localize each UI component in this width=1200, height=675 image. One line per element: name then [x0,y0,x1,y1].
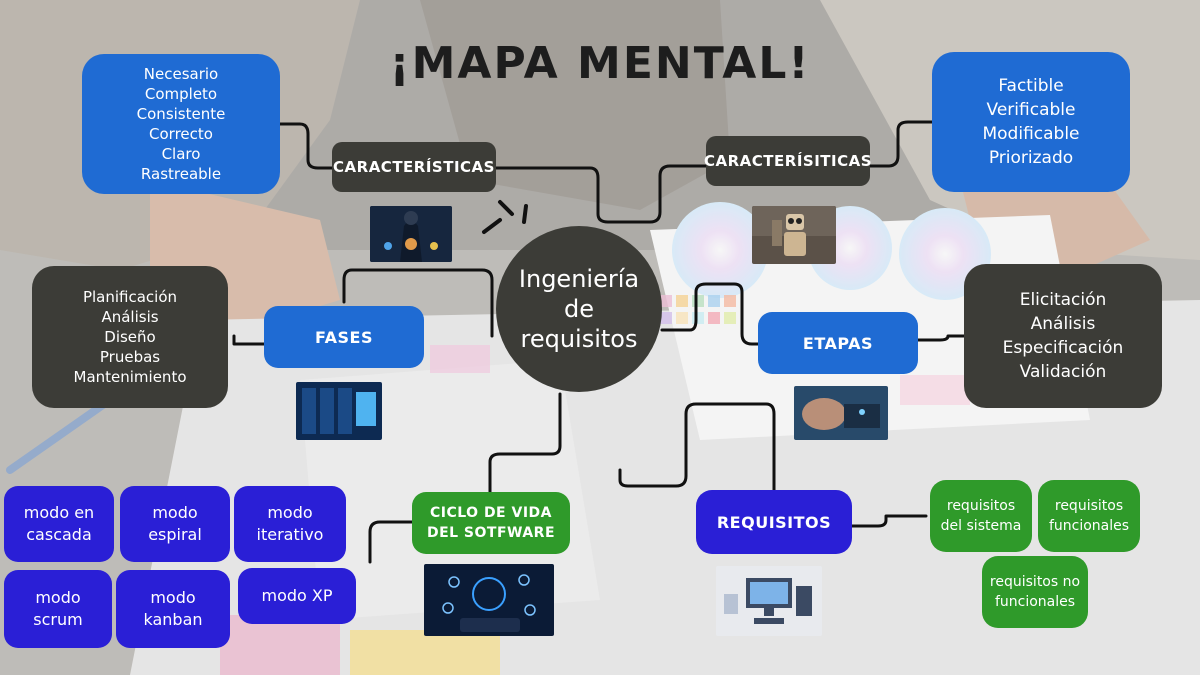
etapas-node: ETAPAS [758,312,918,374]
mode-box: modo scrum [4,570,112,648]
list-item: Correcto [149,125,213,143]
mode-label: modo espiral [148,503,202,544]
caracteristicas-right-node: CARACTERÍSITICAS [704,136,873,186]
mode-box: modo en cascada [4,486,114,562]
list-item: Rastreable [140,165,222,183]
mode-label: modo kanban [143,588,203,629]
mode-label: modo en cascada [23,503,95,544]
caracteristicas-left-label: CARACTERÍSTICAS [333,158,495,176]
etapas-list: Elicitación Análisis Especificación Vali… [964,264,1162,408]
caracteristicas-right-list: Factible Verificable Modificable Prioriz… [932,52,1130,192]
list-item: Pruebas [99,348,161,366]
requisito-label: requisitos funcionales [1048,498,1130,534]
requisitos-label: REQUISITOS [716,512,832,532]
requisito-box: requisitos no funcionales [982,556,1088,628]
list-item: Claro [161,145,201,163]
list-item: Verificable [986,100,1076,120]
list-item: Planificación [82,288,178,306]
etapas-label: ETAPAS [802,333,874,353]
caracteristicas-left-list: Necesario Completo Consistente Correcto … [82,54,280,194]
ciclo-node: CICLO DE VIDA DEL SOTFWARE [412,492,570,554]
mode-box: modo XP [238,568,356,624]
list-item: Completo [144,85,218,103]
list-item: Elicitación [1019,290,1107,310]
mode-box: modo kanban [116,570,230,648]
list-item: Validación [1019,362,1107,382]
caracteristicas-left-node: CARACTERÍSTICAS [332,142,496,192]
mode-label: modo scrum [33,588,83,629]
central-topic: Ingeniería de requisitos [496,226,662,392]
mode-label: modo iterativo [256,503,324,544]
list-item: Priorizado [988,148,1074,168]
list-item: Consistente [136,105,226,123]
mode-label: modo XP [261,586,333,605]
list-item: Modificable [982,124,1080,144]
ciclo-label: CICLO DE VIDA DEL SOTFWARE [426,505,556,541]
list-item: Diseño [104,328,156,346]
list-item: Necesario [143,65,219,83]
requisito-box: requisitos del sistema [930,480,1032,552]
requisitos-node: REQUISITOS [696,490,852,554]
requisito-label: requisitos no funcionales [989,574,1081,610]
requisito-label: requisitos del sistema [940,498,1022,534]
requisito-box: requisitos funcionales [1038,480,1140,552]
server-image [296,382,382,440]
list-item: Análisis [101,308,159,326]
mode-box: modo espiral [120,486,230,562]
list-item: Análisis [1030,314,1096,334]
robot-image [752,206,836,264]
central-topic-label: Ingeniería de requisitos [518,265,640,353]
api-image [424,564,554,636]
fases-label: FASES [315,327,373,347]
list-item: Mantenimiento [73,368,187,386]
page-title: ¡MAPA MENTAL! [389,38,811,89]
list-item: Especificación [1002,338,1124,358]
caracteristicas-right-label: CARACTERÍSITICAS [704,152,873,170]
fases-list: Planificación Análisis Diseño Pruebas Ma… [32,266,228,408]
fases-node: FASES [264,306,424,368]
computer-image [716,566,822,636]
laptop-user-image [794,386,888,440]
mode-box: modo iterativo [234,486,346,562]
business-image [370,206,452,262]
list-item: Factible [998,76,1064,96]
